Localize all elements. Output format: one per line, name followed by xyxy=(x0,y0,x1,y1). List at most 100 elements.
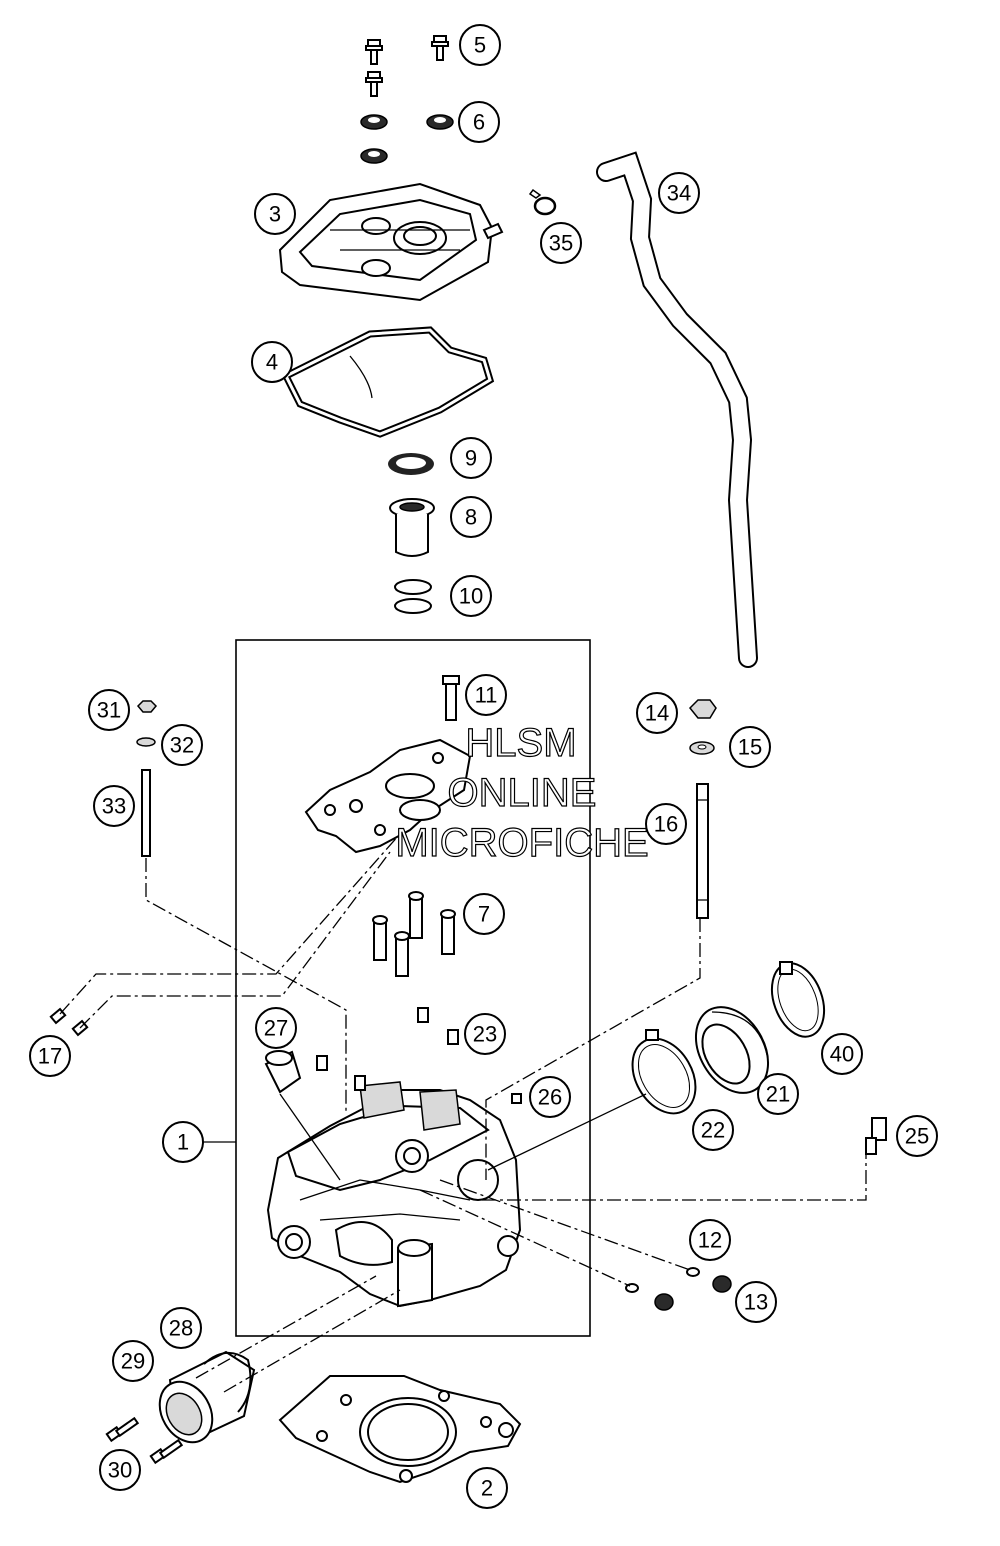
seal-washers-part-6 xyxy=(360,114,454,164)
callout-label: 11 xyxy=(475,683,498,708)
callout-23: 23 xyxy=(464,1013,506,1055)
callout-label: 34 xyxy=(667,181,691,206)
callout-label: 35 xyxy=(549,231,573,256)
callout-30: 30 xyxy=(99,1449,141,1491)
intake-flange-part-21 xyxy=(694,1006,770,1094)
callout-label: 27 xyxy=(264,1016,288,1041)
callout-label: 8 xyxy=(465,505,477,530)
callout-13: 13 xyxy=(735,1281,777,1323)
intake-flange-part-28 xyxy=(158,1350,256,1444)
callout-label: 7 xyxy=(478,902,490,927)
callout-28: 28 xyxy=(160,1307,202,1349)
valve-cover-part-3 xyxy=(278,182,504,302)
watermark-line-1: HLSM xyxy=(465,721,576,765)
callout-31: 31 xyxy=(88,689,130,731)
hose-clamp-part-22 xyxy=(631,1029,697,1115)
seal-ring-part-9 xyxy=(388,453,434,475)
callout-label: 15 xyxy=(738,735,762,760)
callout-label: 30 xyxy=(108,1458,132,1483)
callout-label: 13 xyxy=(744,1290,768,1315)
callout-label: 12 xyxy=(698,1228,722,1253)
hose-clamp-part-40 xyxy=(770,961,826,1038)
nut-part-31 xyxy=(136,700,158,713)
watermark-line-2: ONLINE xyxy=(448,771,597,815)
spark-plug-tube-part-8 xyxy=(389,498,435,557)
callout-29: 29 xyxy=(112,1340,154,1382)
callout-4: 4 xyxy=(251,341,293,383)
callout-label: 40 xyxy=(830,1042,854,1067)
temperature-sensor-part-25 xyxy=(865,1117,887,1155)
camshaft-carrier xyxy=(304,738,472,854)
callout-8: 8 xyxy=(450,496,492,538)
callout-label: 4 xyxy=(266,350,278,375)
callout-label: 26 xyxy=(538,1085,562,1110)
valve-cover-gasket-part-4 xyxy=(281,326,495,438)
callout-22: 22 xyxy=(692,1109,734,1151)
callout-7: 7 xyxy=(463,893,505,935)
callout-label: 23 xyxy=(473,1022,497,1047)
bolts-part-17 xyxy=(49,1007,89,1037)
callout-27: 27 xyxy=(255,1007,297,1049)
callout-1: 1 xyxy=(162,1121,204,1163)
cylinder-head-part-1 xyxy=(266,1081,522,1308)
callout-label: 16 xyxy=(654,812,678,837)
callout-26: 26 xyxy=(529,1076,571,1118)
o-rings-part-10 xyxy=(394,579,432,614)
callout-33: 33 xyxy=(93,785,135,827)
callout-label: 21 xyxy=(766,1082,790,1107)
callout-25: 25 xyxy=(896,1115,938,1157)
screws-part-30 xyxy=(105,1416,184,1465)
callout-label: 28 xyxy=(169,1316,193,1341)
callout-32: 32 xyxy=(161,724,203,766)
callout-label: 33 xyxy=(102,794,126,819)
washer-part-32 xyxy=(136,737,156,747)
callout-label: 9 xyxy=(465,446,477,471)
head-gasket-part-2 xyxy=(278,1375,522,1484)
callout-label: 31 xyxy=(97,698,121,723)
callout-9: 9 xyxy=(450,437,492,479)
callout-label: 1 xyxy=(177,1130,189,1155)
washers-screws-part-12-13 xyxy=(625,1267,732,1311)
callout-label: 10 xyxy=(459,584,483,609)
callout-16: 16 xyxy=(645,803,687,845)
callout-label: 5 xyxy=(474,33,486,58)
callout-40: 40 xyxy=(821,1033,863,1075)
callout-label: 22 xyxy=(701,1118,725,1143)
stud-part-16 xyxy=(696,783,709,919)
nut-part-14 xyxy=(688,699,717,719)
assembly-lines xyxy=(59,833,867,1393)
callout-label: 3 xyxy=(269,202,281,227)
valve-guides-part-7 xyxy=(372,891,456,977)
callout-14: 14 xyxy=(636,692,678,734)
callout-label: 2 xyxy=(481,1476,493,1501)
callout-12: 12 xyxy=(689,1219,731,1261)
callout-2: 2 xyxy=(466,1467,508,1509)
gasket-part-29 xyxy=(203,1352,252,1413)
callout-3: 3 xyxy=(254,193,296,235)
callout-label: 14 xyxy=(645,701,669,726)
callout-label: 6 xyxy=(473,110,485,135)
callout-35: 35 xyxy=(540,222,582,264)
callout-label: 32 xyxy=(170,733,194,758)
callout-6: 6 xyxy=(458,101,500,143)
callout-label: 29 xyxy=(121,1349,145,1374)
callout-17: 17 xyxy=(29,1035,71,1077)
dowels-and-studs xyxy=(316,1007,522,1104)
hose-clamp-part-35 xyxy=(528,188,557,216)
screws-part-5 xyxy=(365,35,449,97)
callout-10: 10 xyxy=(450,575,492,617)
callout-21: 21 xyxy=(757,1073,799,1115)
callout-label: 25 xyxy=(905,1124,929,1149)
bolt-part-11 xyxy=(442,675,460,721)
callout-15: 15 xyxy=(729,726,771,768)
callout-label: 17 xyxy=(38,1044,62,1069)
cylinder-head-frame xyxy=(235,639,591,1337)
callout-34: 34 xyxy=(658,172,700,214)
breather-hose-part-34 xyxy=(596,151,758,668)
callout-11: 11 xyxy=(465,674,507,716)
watermark: HLSM ONLINE MICROFICHE xyxy=(395,720,650,865)
stud-part-33 xyxy=(141,769,151,857)
washer-part-15 xyxy=(689,741,715,755)
watermark-line-3: MICROFICHE xyxy=(395,821,648,865)
